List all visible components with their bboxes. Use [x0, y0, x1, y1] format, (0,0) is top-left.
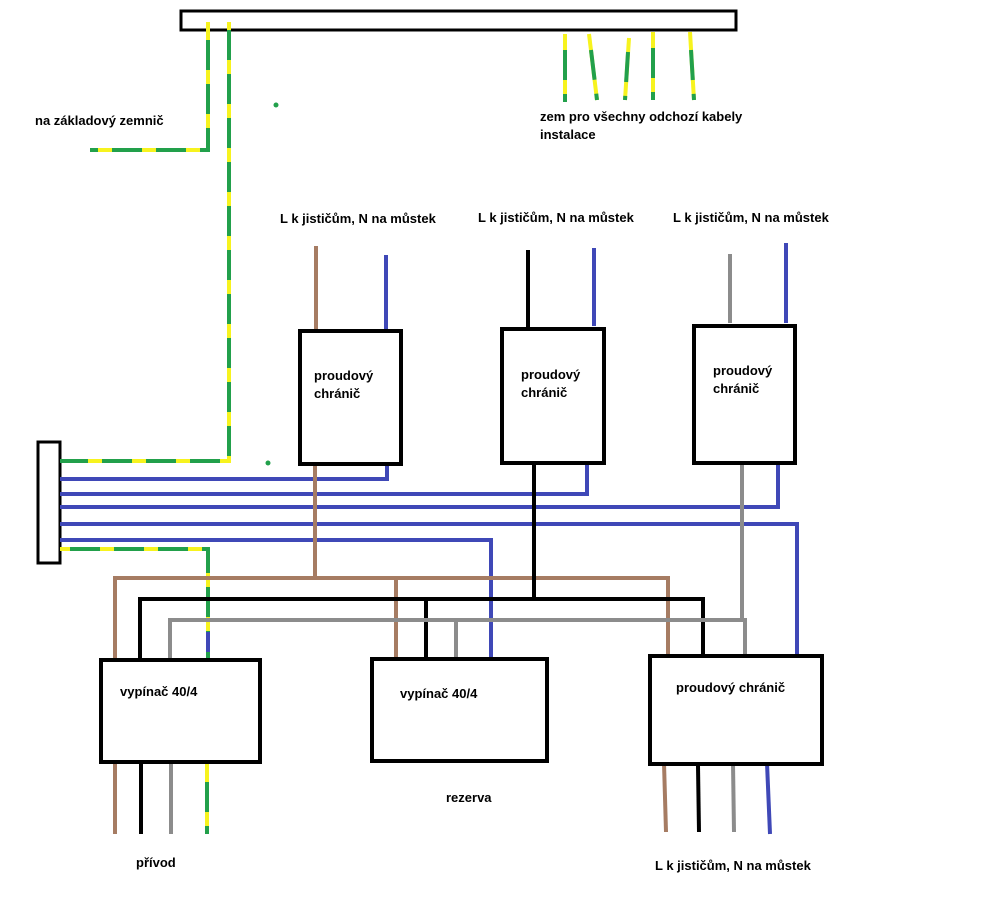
- switch-1-label: vypínač 40/4: [120, 684, 198, 699]
- spare-label: rezerva: [446, 790, 492, 805]
- rcd-2-label-line1: proudový: [521, 367, 581, 382]
- pe-outgoing-2-stripe: [589, 49, 599, 101]
- rcd-2-label-line2: chránič: [521, 385, 567, 400]
- rcd-2: proudový chránič: [500, 327, 606, 465]
- stray-dot: [273, 102, 279, 108]
- rcd-1-box: [298, 329, 403, 466]
- l-out-rcd-main-3: [731, 762, 736, 833]
- rcd-1-output-label: L k jističům, N na můstek: [280, 211, 437, 226]
- rcd-1: proudový chránič: [298, 329, 403, 466]
- rcd-2-output-label: L k jističům, N na můstek: [478, 210, 635, 225]
- n-busbar-left: [36, 440, 62, 565]
- rcd-main-output-label: L k jističům, N na můstek: [655, 858, 812, 873]
- l-out-rcd-main: [662, 762, 668, 833]
- n-wire-rcd-main: [60, 522, 799, 663]
- outgoing-ground-label-line2: instalace: [540, 127, 596, 142]
- stray-dot: [265, 460, 271, 466]
- pe-outgoing-5-stripe: [689, 49, 696, 101]
- switch-2: vypínač 40/4: [370, 657, 549, 763]
- rcd-3-label-line1: proudový: [713, 363, 773, 378]
- n-out-rcd-main: [765, 762, 772, 835]
- rcd-3-output-label: L k jističům, N na můstek: [673, 210, 830, 225]
- rcd-2-box: [500, 327, 606, 465]
- rcd-1-label-line2: chránič: [314, 386, 360, 401]
- outgoing-ground-label: zem pro všechny odchozí kabely: [540, 109, 743, 124]
- switch-2-label: vypínač 40/4: [400, 686, 478, 701]
- rcd-3-box: [692, 324, 797, 465]
- pe-wire-switch-1-stripe: [70, 547, 210, 658]
- pe-outgoing-3-stripe: [623, 51, 630, 101]
- rcd-main-label: proudový chránič: [676, 680, 785, 695]
- rcd-main: proudový chránič: [648, 654, 824, 766]
- l2-bus: [138, 597, 705, 660]
- l-out-rcd-main-2: [696, 765, 701, 833]
- rcd-1-label-line1: proudový: [314, 368, 374, 383]
- pe-wire-switch-1: [60, 547, 210, 658]
- rcd-3-label-line2: chránič: [713, 381, 759, 396]
- neutral-wires: [60, 243, 799, 835]
- switch-1-box: [99, 658, 262, 764]
- n-wire-rcd-3: [60, 462, 780, 509]
- pe-wire-to-n-bar-stripe: [60, 30, 231, 463]
- ground-electrode-label: na základový zemnič: [35, 113, 164, 128]
- pe-wire-ground-electrode-stripe: [90, 40, 210, 152]
- pe-busbar-top: [179, 9, 738, 32]
- brown-wires: [113, 246, 670, 834]
- supply-label: přívod: [136, 855, 176, 870]
- switch-1: vypínač 40/4: [99, 658, 262, 764]
- n-wire-rcd-1: [60, 462, 389, 481]
- gray-wires: [168, 254, 747, 834]
- n-wire-rcd-2: [60, 462, 589, 496]
- rcd-main-box: [648, 654, 824, 766]
- switch-2-box: [370, 657, 549, 763]
- rcd-3: proudový chránič: [692, 324, 797, 465]
- l1-bus: [113, 576, 670, 660]
- black-wires: [138, 250, 705, 834]
- pe-wires: [60, 22, 696, 834]
- pe-wire-ground-electrode: [90, 22, 210, 152]
- pe-wire-to-n-bar: [60, 22, 231, 463]
